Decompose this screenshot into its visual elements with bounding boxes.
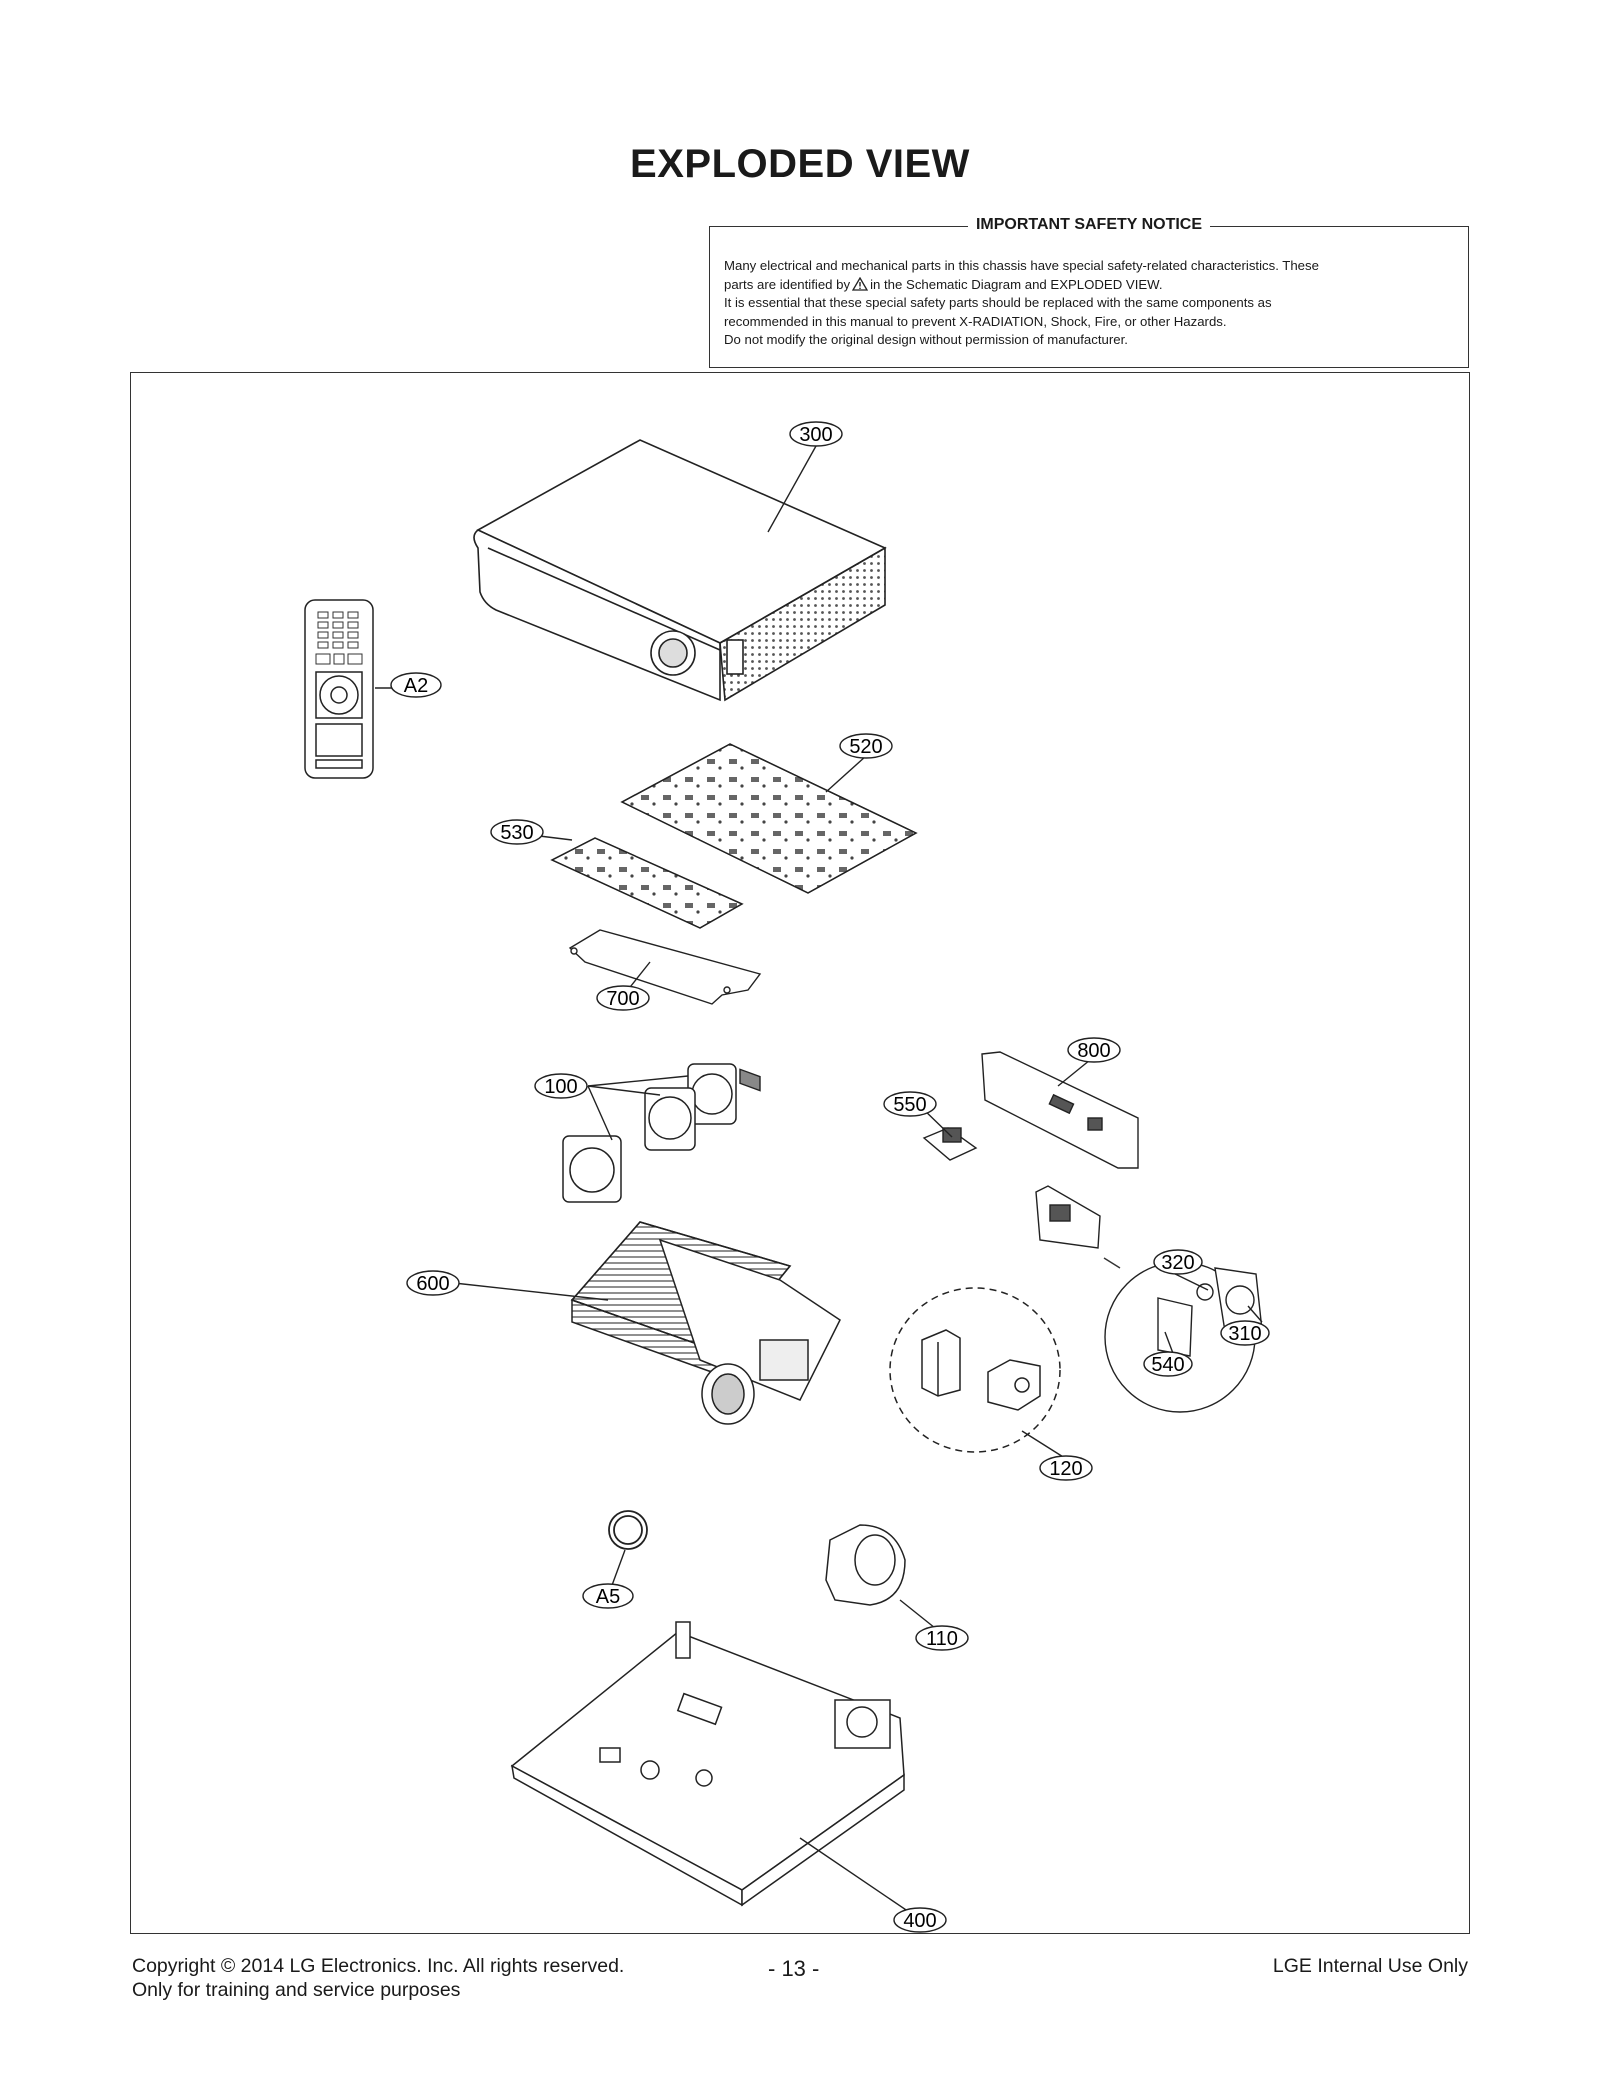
warning-triangle-icon bbox=[852, 276, 869, 291]
small-connector-board-part bbox=[922, 1127, 978, 1161]
metal-bracket-part bbox=[568, 929, 762, 1005]
cooling-fans-part bbox=[562, 1063, 737, 1203]
callout-A5: A5 bbox=[582, 1583, 634, 1609]
callout-100-label: 100 bbox=[544, 1076, 577, 1098]
safety-notice-body: Many electrical and mechanical parts in … bbox=[724, 257, 1454, 350]
callout-320-label: 320 bbox=[1161, 1252, 1194, 1274]
callout-540-label: 540 bbox=[1151, 1354, 1184, 1376]
callout-600: 600 bbox=[406, 1270, 460, 1296]
callout-A5-label: A5 bbox=[596, 1586, 620, 1608]
callout-550: 550 bbox=[883, 1091, 937, 1117]
blower-part bbox=[825, 1524, 906, 1606]
notice-line-4: recommended in this manual to prevent X-… bbox=[724, 313, 1227, 329]
callout-800: 800 bbox=[1067, 1037, 1121, 1063]
copyright-text: Copyright © 2014 LG Electronics. Inc. Al… bbox=[132, 1955, 625, 1977]
callout-400: 400 bbox=[893, 1907, 947, 1933]
page-title: EXPLODED VIEW bbox=[630, 142, 970, 186]
callout-300: 300 bbox=[789, 421, 843, 447]
safety-notice-heading: IMPORTANT SAFETY NOTICE bbox=[967, 216, 1211, 233]
main-board-part bbox=[620, 743, 918, 1092]
callout-310: 310 bbox=[1220, 1320, 1270, 1346]
callout-300-label: 300 bbox=[799, 424, 832, 446]
callout-540: 540 bbox=[1143, 1351, 1193, 1377]
optical-engine-part bbox=[570, 1221, 841, 1425]
lens-ring-part bbox=[608, 1510, 648, 1550]
callout-A2-label: A2 bbox=[404, 675, 428, 697]
callout-700-label: 700 bbox=[606, 988, 639, 1010]
internal-use-label: LGE Internal Use Only bbox=[1272, 1955, 1468, 1977]
speakers-part bbox=[889, 1287, 1061, 1453]
callout-120-label: 120 bbox=[1049, 1458, 1082, 1480]
sub-board-part bbox=[550, 837, 744, 929]
callout-120: 120 bbox=[1039, 1455, 1093, 1481]
exploded-view-frame bbox=[130, 372, 1470, 1934]
side-input-board-part bbox=[1035, 1185, 1101, 1249]
callout-520-label: 520 bbox=[849, 736, 882, 758]
callout-110: 110 bbox=[915, 1625, 969, 1651]
callout-520: 520 bbox=[839, 733, 893, 759]
safety-notice-box: IMPORTANT SAFETY NOTICE Many electrical … bbox=[709, 216, 1469, 368]
callout-400-label: 400 bbox=[903, 1910, 936, 1932]
bottom-case-part bbox=[510, 1621, 905, 1907]
remote-control-part bbox=[304, 599, 374, 779]
callout-600-label: 600 bbox=[416, 1273, 449, 1295]
callout-550-label: 550 bbox=[893, 1094, 926, 1116]
rear-io-plate-part bbox=[981, 1051, 1139, 1169]
callout-530-label: 530 bbox=[500, 822, 533, 844]
callout-700: 700 bbox=[596, 985, 650, 1011]
footer-left: Copyright © 2014 LG Electronics. Inc. Al… bbox=[132, 1954, 624, 2002]
callout-100: 100 bbox=[534, 1073, 588, 1099]
callout-110-label: 110 bbox=[926, 1628, 958, 1650]
page-number: - 13 - bbox=[768, 1956, 820, 1981]
callout-310-label: 310 bbox=[1228, 1323, 1261, 1345]
projector-top-cover-part bbox=[473, 439, 887, 702]
purpose-text: Only for training and service purposes bbox=[132, 1979, 461, 2001]
notice-line-5: Do not modify the original design withou… bbox=[724, 332, 1128, 347]
notice-line-3: It is essential that these special safet… bbox=[724, 295, 1272, 310]
callout-800-label: 800 bbox=[1077, 1040, 1110, 1062]
callout-530: 530 bbox=[490, 819, 544, 845]
callout-A2: A2 bbox=[390, 672, 442, 698]
notice-line-1: Many electrical and mechanical parts in … bbox=[724, 258, 1319, 273]
callout-320: 320 bbox=[1153, 1249, 1203, 1275]
